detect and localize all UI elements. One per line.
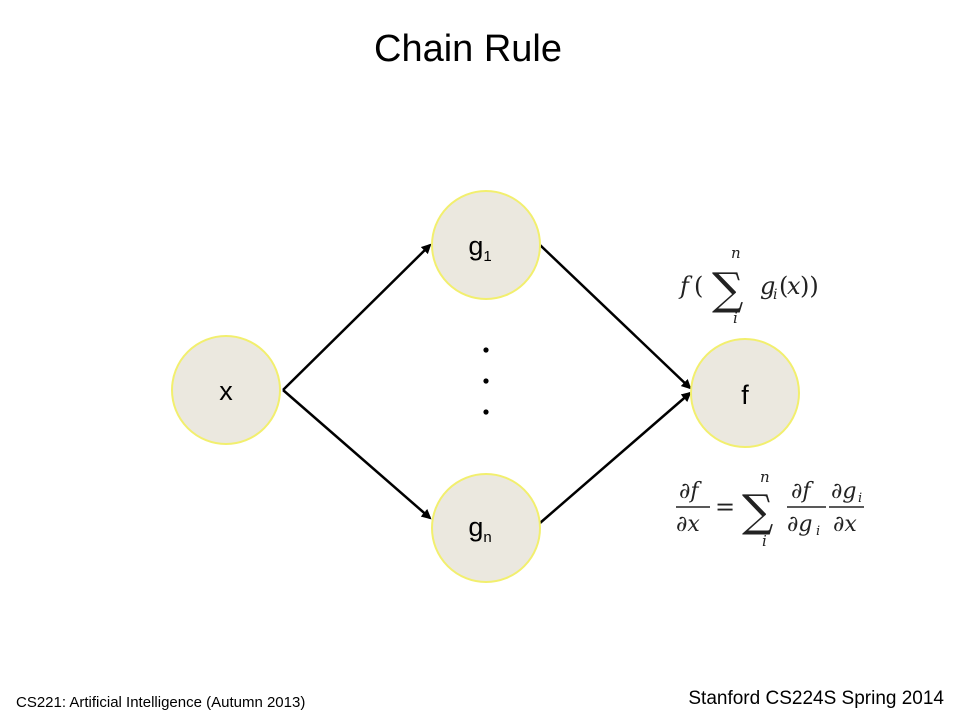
svg-text:n: n [760, 468, 770, 486]
svg-text:∑: ∑ [742, 486, 773, 537]
node-x-label: x [219, 376, 233, 406]
node-gn-sub: n [483, 529, 491, 546]
svg-text:∂g: ∂g [831, 479, 856, 504]
node-g1-base: g [468, 231, 483, 261]
svg-text:g1: g1 [468, 231, 491, 265]
slide-title: Chain Rule [374, 28, 562, 70]
node-x: x [171, 335, 281, 445]
svg-text:i: i [762, 532, 767, 550]
svg-text:∂x: ∂x [676, 512, 700, 537]
vertical-ellipsis [483, 347, 489, 415]
edge-g1-to-f [539, 244, 692, 390]
svg-text:=: = [715, 493, 735, 521]
svg-text:(: ( [694, 272, 703, 300]
node-g1: g1 [431, 190, 541, 300]
node-g1-sub: 1 [483, 248, 491, 265]
svg-text:∂g: ∂g [787, 512, 812, 537]
node-gn: gn [431, 473, 541, 583]
svg-text:∂x: ∂x [833, 512, 857, 537]
svg-text:i: i [816, 524, 820, 539]
svg-text:g: g [760, 272, 775, 300]
composition-formula: f ( ∑ n i g i ( x )) [678, 244, 819, 327]
svg-text:gn: gn [468, 512, 491, 546]
svg-text:∑: ∑ [712, 264, 743, 315]
edge-gn-to-f [539, 391, 692, 524]
svg-text:(: ( [779, 272, 788, 300]
edge-x-to-g1 [282, 243, 432, 391]
svg-text:f: f [678, 272, 693, 300]
svg-text:i: i [773, 287, 777, 303]
course-credit: CS221: Artificial Intelligence (Autumn 2… [16, 694, 306, 711]
slide-footer: Stanford CS224S Spring 2014 [688, 688, 944, 709]
svg-text:x: x [787, 272, 801, 300]
svg-text:∂f: ∂f [679, 479, 702, 504]
svg-text:i: i [733, 309, 738, 327]
node-gn-base: g [468, 512, 483, 542]
svg-text:n: n [731, 244, 741, 262]
node-f: f [690, 338, 800, 448]
chain-rule-formula: ∂f ∂x = ∑ n i ∂f ∂g i ∂g i ∂x [676, 468, 864, 550]
svg-text:i: i [858, 491, 862, 506]
node-f-label: f [741, 380, 749, 410]
edge-x-to-gn [282, 389, 432, 520]
svg-text:∂f: ∂f [791, 479, 814, 504]
svg-text:)): )) [800, 272, 819, 300]
